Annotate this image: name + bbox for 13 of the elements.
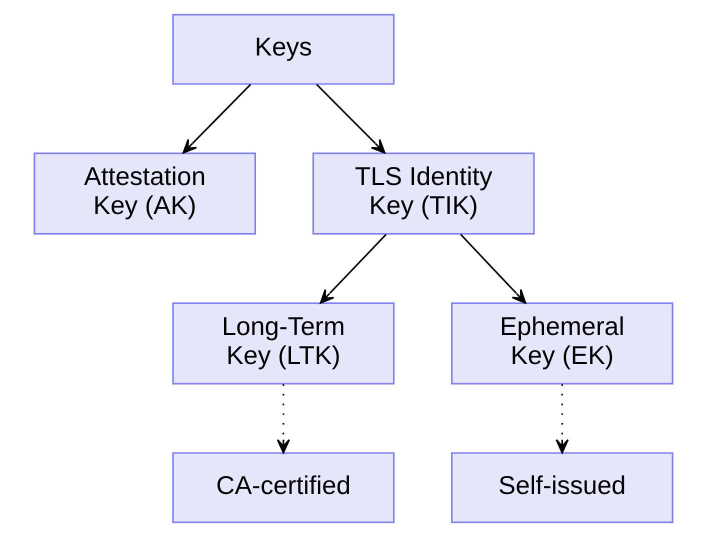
node-box: Ephemeral Key (EK) — [450, 302, 673, 385]
node-box: TLS Identity Key (TIK) — [312, 152, 534, 235]
node-box: Attestation Key (AK) — [33, 152, 256, 235]
arrow — [182, 84, 251, 154]
arrow — [316, 84, 385, 154]
arrow — [460, 234, 526, 304]
node-box: CA-certified — [172, 452, 394, 524]
node-box: Self-issued — [450, 452, 673, 524]
arrow — [555, 384, 568, 454]
node-box: Long-Term Key (LTK) — [172, 302, 394, 385]
arrow — [276, 384, 290, 454]
arrow — [319, 234, 386, 304]
node-box: Keys — [172, 14, 394, 85]
